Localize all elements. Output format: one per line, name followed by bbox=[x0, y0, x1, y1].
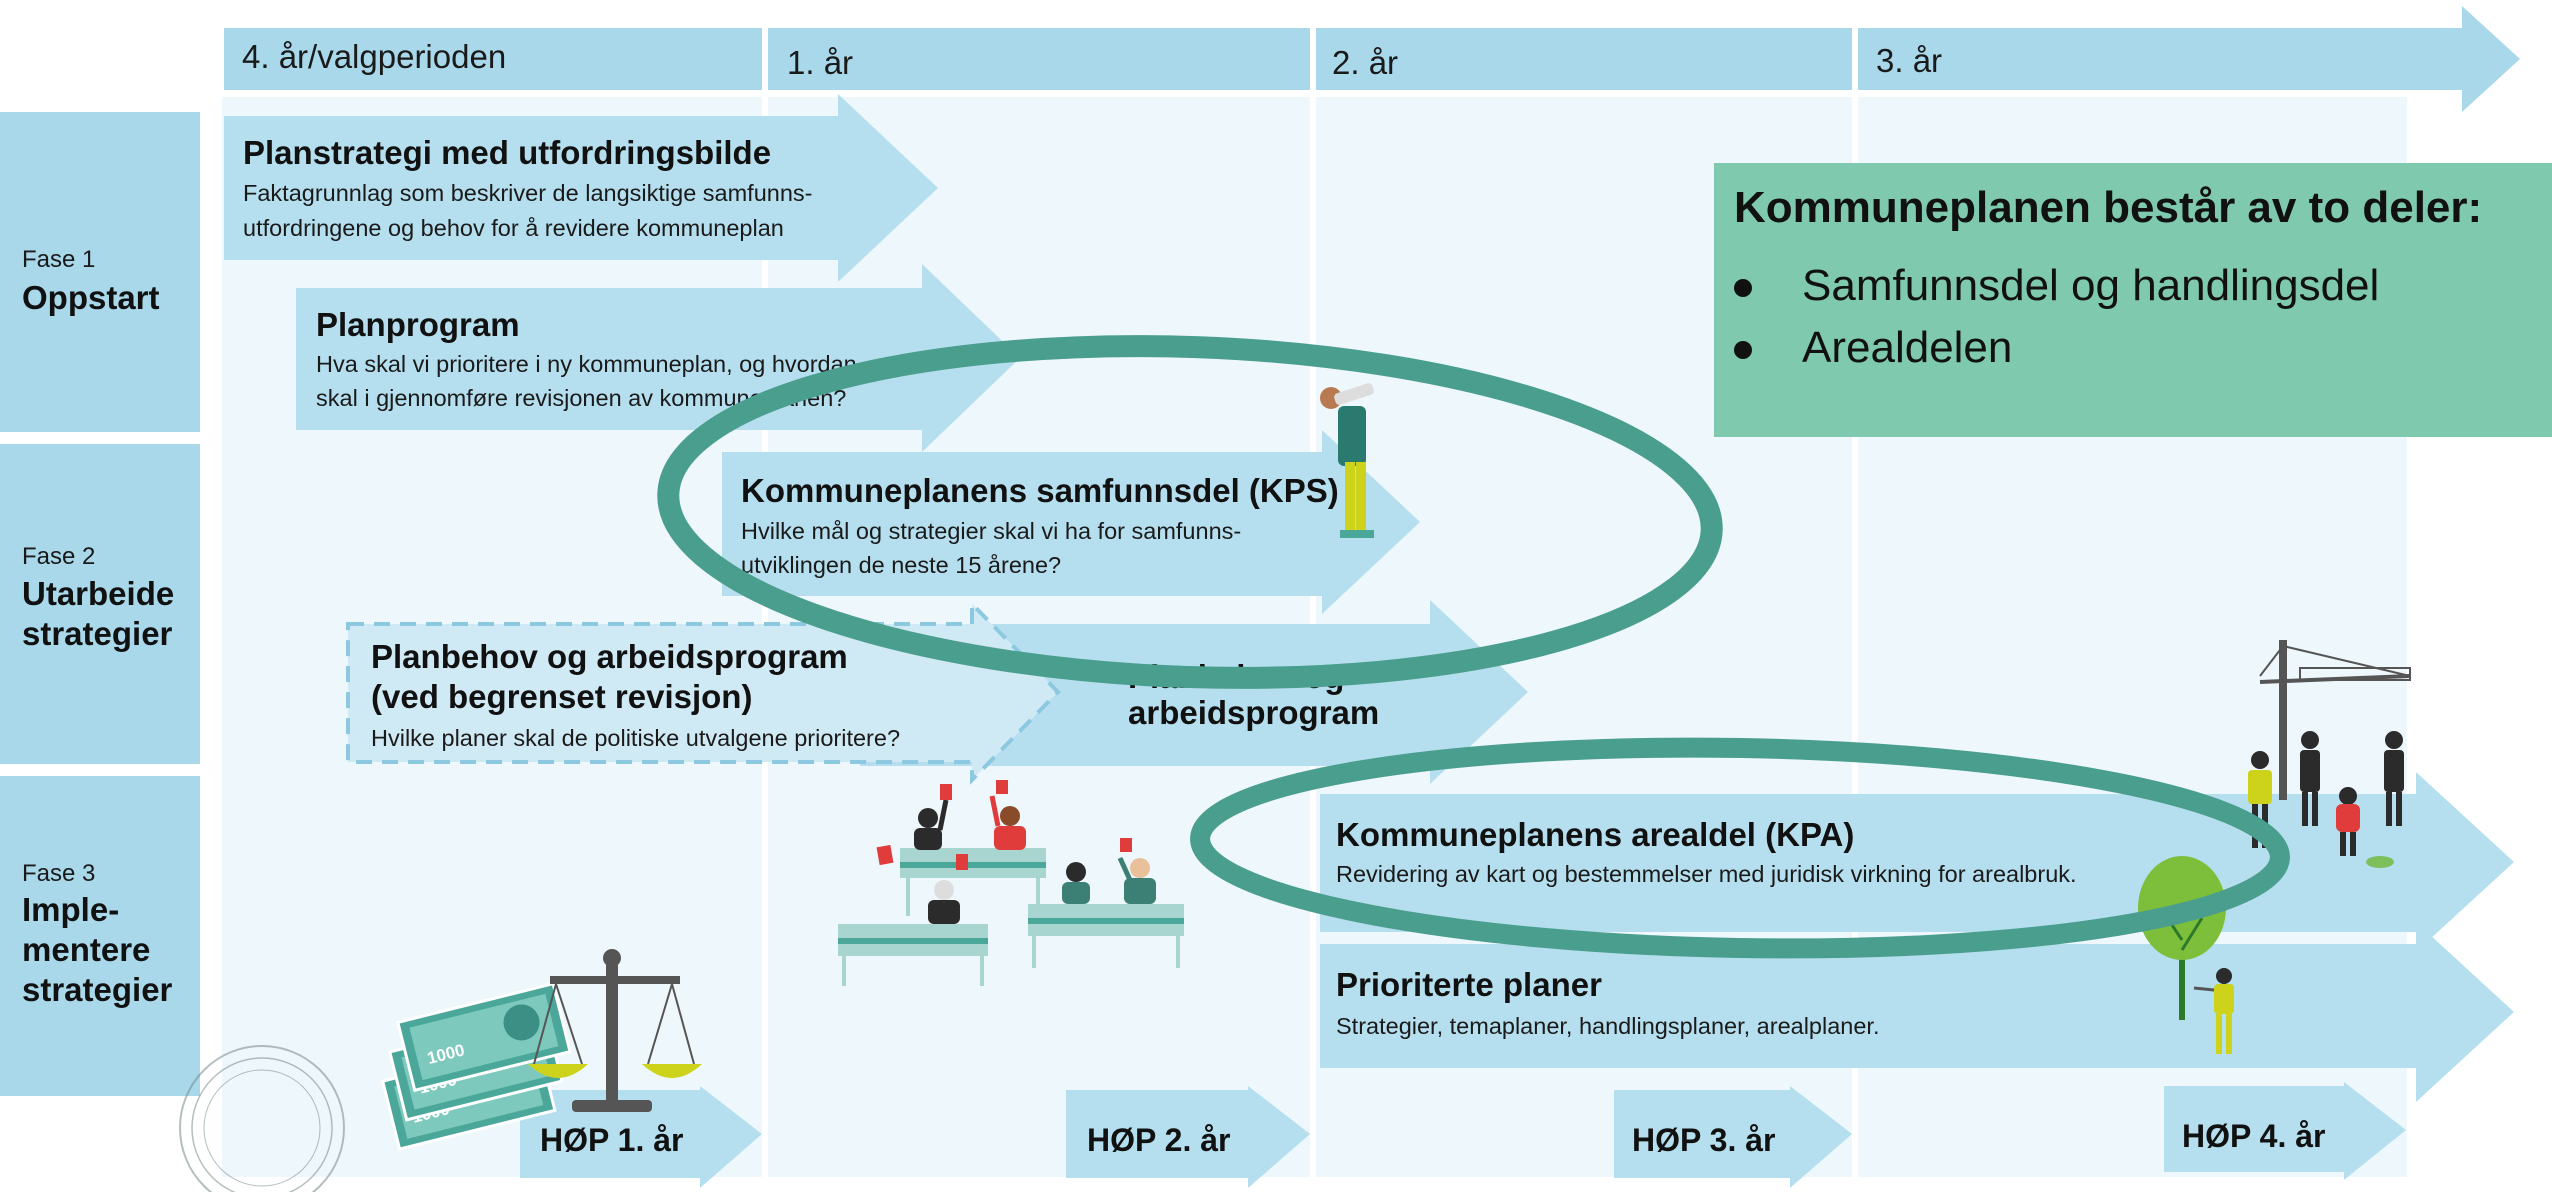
gardener-illustration bbox=[2193, 968, 2234, 1054]
phase-title-line: Oppstart bbox=[22, 279, 160, 316]
planstrategi-arrow bbox=[224, 94, 938, 282]
hop-label: HØP 3. år bbox=[1632, 1122, 1776, 1158]
column-divider bbox=[1852, 97, 1858, 1177]
info-box: Kommuneplanen består av to deler: Samfun… bbox=[1714, 163, 2552, 437]
phase-title-line: mentere bbox=[22, 931, 151, 968]
year-label: 4. år/valgperioden bbox=[242, 38, 507, 75]
kpa-highlight-ellipse bbox=[1190, 737, 2290, 959]
kpa-title: Kommuneplanens arealdel (KPA) bbox=[1336, 816, 1855, 853]
banknotes-illustration: 1000 1000 1000 bbox=[380, 981, 572, 1151]
info-box-title: Kommuneplanen består av to deler: bbox=[1734, 183, 2483, 232]
planprogram-desc-line: Hva skal vi prioritere i ny kommuneplan,… bbox=[316, 351, 857, 377]
stamp-logo bbox=[179, 1045, 345, 1192]
planprogram-arrow bbox=[296, 264, 1020, 452]
council-illustration bbox=[838, 780, 1184, 986]
kps-desc-line: Hvilke mål og strategier skal vi ha for … bbox=[741, 518, 1242, 544]
phase-number: Fase 3 bbox=[22, 860, 96, 887]
phase-block bbox=[0, 444, 200, 764]
info-box-item-text: Arealdelen bbox=[1802, 323, 2013, 372]
hop-label: HØP 4. år bbox=[2182, 1118, 2326, 1154]
binoculars-person-illustration bbox=[1320, 383, 1374, 538]
phase-title-line: strategier bbox=[22, 971, 173, 1008]
planstrategi-title: Planstrategi med utfordringsbilde bbox=[243, 134, 772, 171]
phase-block bbox=[0, 112, 200, 432]
info-box-item: Samfunnsdel og handlingsdel bbox=[1734, 261, 2379, 311]
planbehov-limited-title-line: (ved begrenset revisjon) bbox=[371, 678, 753, 715]
kps-title: Kommuneplanens samfunnsdel (KPS) bbox=[741, 472, 1339, 509]
phase-title-line: Utarbeide bbox=[22, 575, 175, 612]
hop-label: HØP 1. år bbox=[540, 1122, 684, 1158]
phase-number: Fase 2 bbox=[22, 543, 96, 570]
planprogram-title: Planprogram bbox=[316, 306, 520, 343]
kps-arrow bbox=[722, 430, 1420, 614]
construction-workers-illustration bbox=[2248, 731, 2404, 868]
planbehov-limited-desc: Hvilke planer skal de politiske utvalgen… bbox=[371, 725, 901, 751]
year-header-segment bbox=[224, 28, 762, 90]
info-box-item-text: Samfunnsdel og handlingsdel bbox=[1802, 261, 2380, 310]
kps-desc-line: utviklingen de neste 15 årene? bbox=[741, 552, 1062, 578]
hop-arrow bbox=[2164, 1082, 2406, 1180]
tree-illustration bbox=[2138, 856, 2226, 1020]
year-header-arrow bbox=[1858, 6, 2520, 112]
hop-arrow bbox=[1066, 1086, 1310, 1188]
phase-title-line: Imple- bbox=[22, 891, 120, 928]
planbehov-title-line: arbeidsprogram bbox=[1128, 694, 1380, 731]
scales-illustration bbox=[528, 949, 702, 1112]
crane-illustration bbox=[2259, 640, 2411, 800]
info-box-item: Arealdelen bbox=[1734, 323, 2012, 373]
planstrategi-desc-line: utfordringene og behov for å revidere ko… bbox=[243, 215, 784, 241]
year-label: 1. år bbox=[787, 44, 854, 81]
planbehov-limited-arrow bbox=[346, 599, 1061, 785]
year-label: 3. år bbox=[1876, 42, 1943, 79]
prioriterte-arrow bbox=[1320, 922, 2514, 1102]
phase-title-line: strategier bbox=[22, 615, 173, 652]
year-header-segment bbox=[1316, 28, 1852, 90]
kpa-desc: Revidering av kart og bestemmelser med j… bbox=[1336, 861, 2077, 887]
year-header-segment bbox=[768, 28, 1310, 90]
phase-number: Fase 1 bbox=[22, 246, 96, 273]
planbehov-arrow bbox=[860, 600, 1528, 784]
hop-label: HØP 2. år bbox=[1087, 1122, 1231, 1158]
planbehov-limited-title-line: Planbehov og arbeidsprogram bbox=[371, 638, 848, 675]
bullet-icon bbox=[1734, 341, 1752, 360]
kps-highlight-ellipse bbox=[657, 335, 1723, 689]
planstrategi-desc-line: Faktagrunnlag som beskriver de langsikti… bbox=[243, 180, 813, 206]
year-label: 2. år bbox=[1332, 44, 1399, 81]
hop-arrow bbox=[1614, 1086, 1852, 1188]
bullet-icon bbox=[1734, 279, 1752, 298]
prioriterte-desc: Strategier, temaplaner, handlingsplaner,… bbox=[1336, 1013, 1880, 1039]
phase-block bbox=[0, 776, 200, 1096]
prioriterte-title: Prioriterte planer bbox=[1336, 966, 1602, 1003]
